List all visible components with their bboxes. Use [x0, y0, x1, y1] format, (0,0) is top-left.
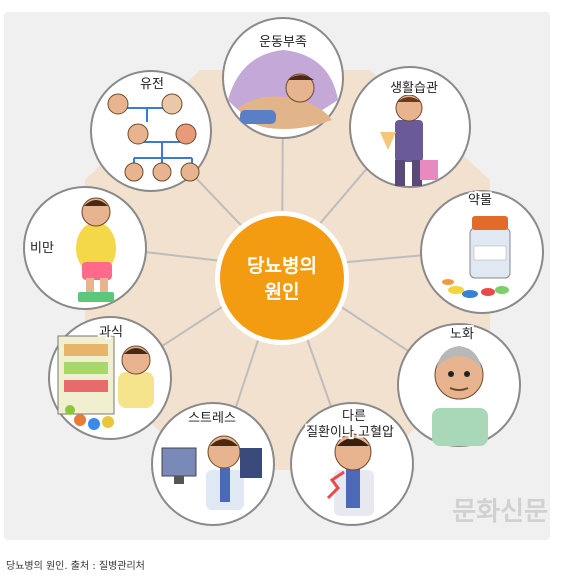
node-label-stress: 스트레스 — [188, 411, 236, 426]
node-exercise: 운동부족 — [222, 17, 344, 139]
person-head-icon — [285, 73, 315, 103]
overeater-body-icon — [118, 372, 154, 408]
center-title-line2: 원인 — [265, 281, 300, 303]
pills-icon — [442, 279, 509, 298]
food-pile-icon — [65, 405, 114, 430]
node-label-genetics: 유전 — [140, 77, 164, 92]
center-title-line1: 당뇨병의 — [247, 255, 317, 277]
node-genetics: 유전 — [90, 70, 212, 192]
node-label-aging: 노화 — [450, 327, 474, 342]
node-medicine: 약물 — [420, 190, 544, 314]
node-stress: 스트레스 — [151, 402, 275, 526]
node-aging: 노화 — [397, 323, 521, 447]
node-label-overeating: 과식 — [99, 325, 123, 340]
watermark: 문화신문 — [452, 497, 548, 527]
shopping-bag-icon — [420, 160, 438, 180]
scale-icon — [78, 292, 114, 302]
family-faces-icon — [107, 93, 200, 182]
node-label-disease-line1: 다른 — [342, 409, 366, 424]
node-label-exercise: 운동부족 — [259, 35, 307, 50]
businessman-body-icon — [395, 120, 423, 162]
node-label-habits: 생활습관 — [390, 81, 438, 96]
node-disease: 다른 질환이나 고혈압 — [290, 402, 414, 526]
figure-caption: 당뇨병의 원인. 출처 : 질병관리처 — [6, 561, 145, 572]
ice-cream-icon — [380, 132, 396, 150]
center-node: 당뇨병의 원인 — [215, 211, 349, 345]
node-obesity: 비만 — [23, 186, 147, 310]
node-label-disease-line2: 질환이나 고혈압 — [306, 425, 394, 440]
obese-person-body-icon — [76, 222, 116, 274]
node-label-medicine: 약물 — [468, 193, 492, 208]
node-habits: 생활습관 — [349, 66, 471, 188]
node-overeating: 과식 — [48, 316, 172, 440]
computer-monitor-icon — [161, 447, 197, 477]
elder-body-icon — [432, 408, 488, 446]
node-label-obesity: 비만 — [30, 241, 54, 256]
